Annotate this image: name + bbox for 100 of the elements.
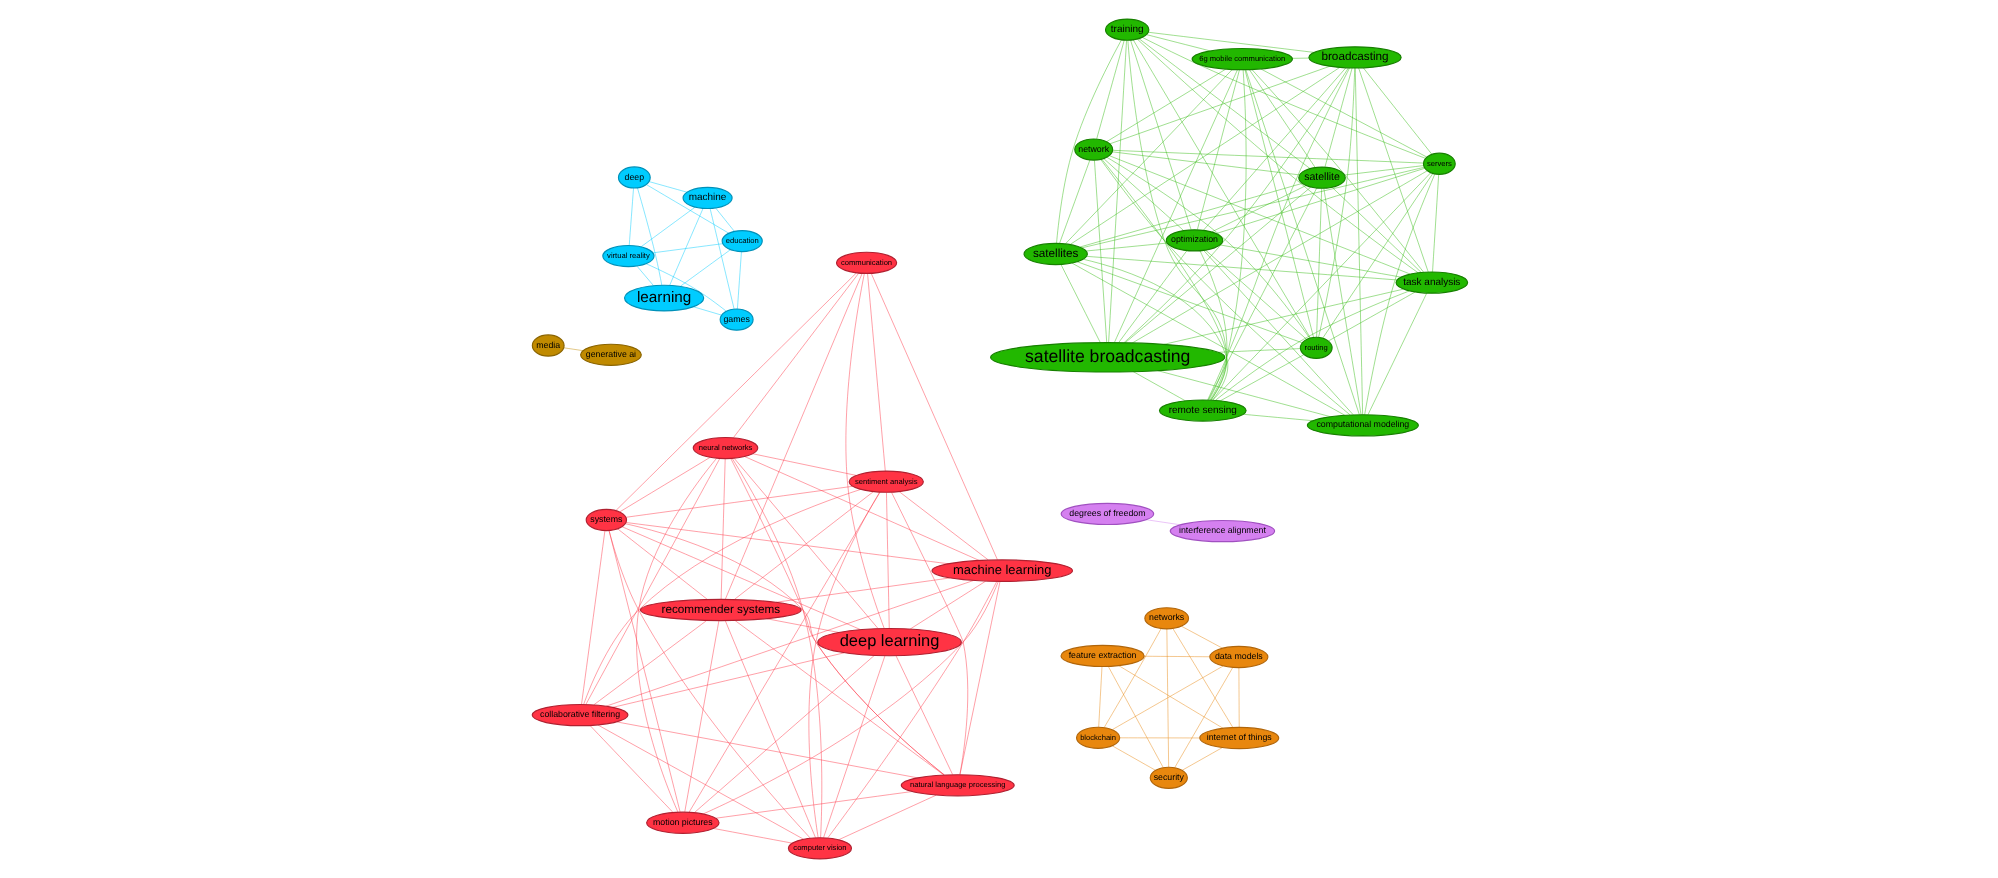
- connector: [1162, 288, 1403, 345]
- connector: [909, 580, 985, 630]
- connector: [1291, 57, 1309, 59]
- connector: [774, 577, 950, 603]
- connector: [1216, 348, 1300, 353]
- connector: [1085, 256, 1397, 281]
- connector: [702, 581, 998, 815]
- connector: [1180, 626, 1222, 649]
- connector: [687, 491, 880, 813]
- connector: [1343, 165, 1423, 176]
- connector: [1113, 69, 1237, 343]
- connector: [1102, 158, 1183, 231]
- connector: [624, 522, 948, 564]
- connector: [1173, 667, 1232, 768]
- connector: [639, 207, 695, 247]
- connector: [1259, 68, 1427, 158]
- connector: [628, 187, 633, 246]
- connector: [1129, 40, 1191, 230]
- connector: [1147, 32, 1314, 53]
- connector: [588, 725, 673, 813]
- connector: [822, 655, 885, 838]
- connector: [1097, 666, 1102, 728]
- connector: [1357, 67, 1428, 273]
- connector: [1207, 187, 1316, 401]
- connector: [635, 266, 653, 286]
- connector: [1111, 150, 1423, 164]
- connector: [1330, 187, 1421, 273]
- connector: [1084, 242, 1167, 252]
- connector: [1141, 37, 1425, 159]
- connector: [692, 306, 721, 316]
- connector: [1093, 160, 1106, 343]
- connector: [668, 208, 703, 286]
- connector: [1315, 188, 1321, 338]
- connector: [708, 208, 734, 310]
- connector: [837, 794, 936, 840]
- connector: [1431, 174, 1438, 273]
- connector: [1362, 67, 1432, 155]
- connector: [1198, 250, 1227, 401]
- connector: [1219, 354, 1304, 401]
- connector: [1210, 185, 1306, 233]
- connector: [736, 251, 741, 310]
- connector: [1105, 68, 1226, 142]
- connector: [607, 530, 810, 839]
- connector: [616, 528, 707, 600]
- connector: [644, 263, 726, 312]
- connector: [1243, 69, 1313, 338]
- connector: [1059, 264, 1100, 343]
- connector: [1250, 69, 1423, 273]
- node-ellipse: satellite broadcasting: [989, 342, 1225, 373]
- connector: [615, 721, 917, 779]
- connector: [890, 492, 967, 775]
- connector: [1196, 69, 1239, 230]
- connector: [1107, 40, 1126, 343]
- connector: [719, 458, 725, 600]
- connector: [618, 457, 710, 513]
- connector: [604, 580, 973, 707]
- connector: [596, 724, 803, 840]
- connector: [1117, 250, 1187, 343]
- connector: [1058, 159, 1090, 244]
- connector: [731, 458, 822, 838]
- connector: [1204, 250, 1306, 340]
- connector: [1211, 172, 1430, 401]
- connector: [562, 347, 583, 351]
- connector: [580, 530, 605, 705]
- connector: [1366, 292, 1426, 415]
- connector: [733, 620, 944, 776]
- node-ellipse: deep learning: [816, 627, 961, 657]
- connector: [1143, 656, 1209, 657]
- connector: [1180, 747, 1222, 771]
- connector: [1064, 69, 1232, 245]
- connector: [1137, 38, 1310, 169]
- connector: [592, 620, 707, 706]
- connector: [1156, 370, 1330, 417]
- connector: [1242, 414, 1313, 421]
- connector: [624, 523, 944, 776]
- connector: [683, 620, 719, 813]
- connector: [751, 453, 856, 476]
- connector: [1108, 66, 1329, 145]
- connector: [732, 273, 858, 438]
- connector: [898, 491, 988, 561]
- connector: [1068, 67, 1339, 245]
- connector: [1108, 155, 1410, 275]
- connector: [714, 207, 734, 232]
- connector: [1214, 290, 1409, 401]
- connector: [624, 486, 852, 518]
- connector: [1165, 628, 1168, 768]
- connector: [1105, 157, 1309, 339]
- connector: [1237, 667, 1239, 728]
- connector: [733, 491, 873, 600]
- connector: [1118, 737, 1199, 739]
- connector: [1099, 159, 1350, 416]
- connector: [714, 791, 912, 819]
- connector: [1070, 262, 1345, 416]
- connector: [1076, 261, 1302, 344]
- connector: [636, 187, 662, 286]
- connector: [1132, 39, 1310, 339]
- connector: [1363, 173, 1435, 415]
- connector: [765, 618, 838, 633]
- connector: [651, 243, 722, 254]
- connector: [743, 456, 979, 561]
